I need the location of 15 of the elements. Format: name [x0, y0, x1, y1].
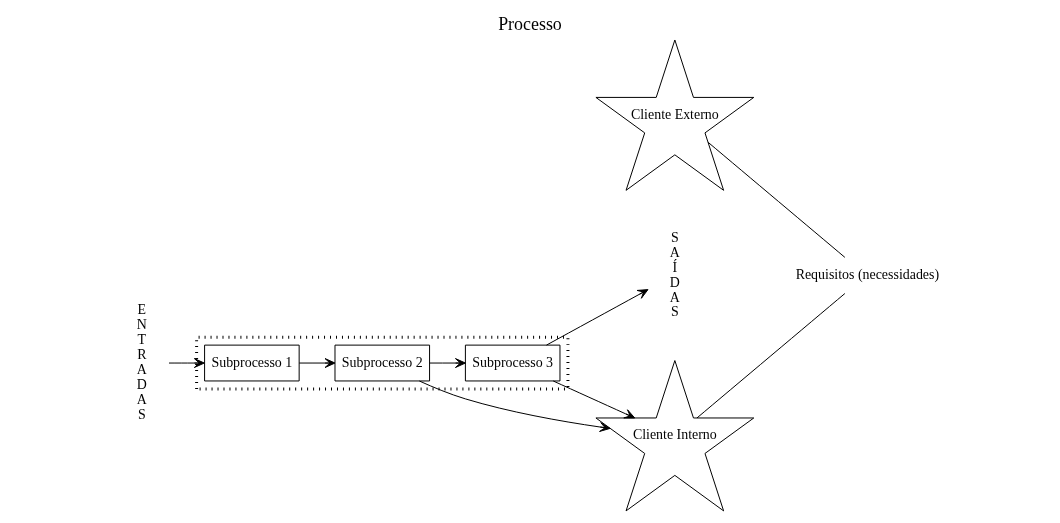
arrow: [418, 380, 611, 432]
node-box: Subprocesso 2: [334, 344, 431, 382]
node-box: Subprocesso 1: [204, 344, 300, 382]
connector: [696, 293, 846, 419]
arrow: [298, 358, 336, 368]
arrow: [168, 358, 205, 368]
node-text: S A Í D A S: [669, 229, 680, 320]
arrow: [546, 289, 649, 346]
arrow: [552, 380, 636, 419]
arrow: [429, 358, 466, 368]
connector: [707, 141, 846, 258]
node-box: Subprocesso 3: [464, 344, 561, 382]
diagram-title: Processo: [498, 14, 562, 35]
node-text: E N T R A D A S: [136, 302, 147, 422]
node-text: Requisitos (necessidades): [795, 267, 940, 283]
